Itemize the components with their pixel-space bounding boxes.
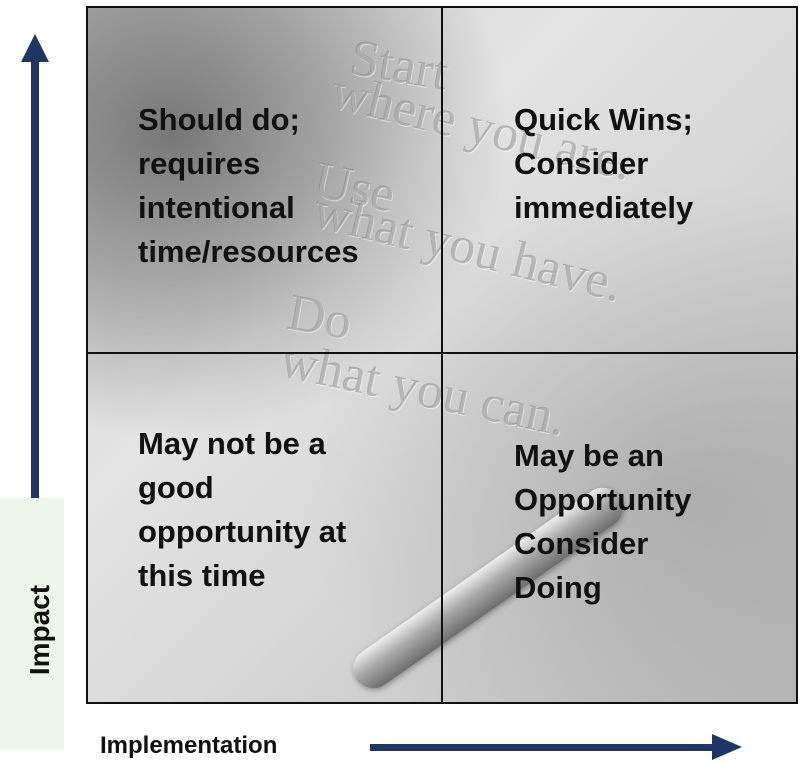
quadrant-line: time/resources: [138, 234, 359, 269]
quadrant-line: Doing: [514, 570, 602, 605]
quadrant-line: Consider: [514, 146, 649, 181]
quadrant-line: intentional: [138, 190, 295, 225]
quadrant-top-left-text: Should do; requires intentional time/res…: [138, 98, 438, 274]
quadrant-bottom-left-text: May not be a good opportunity at this ti…: [138, 422, 438, 598]
quadrant-line: Quick Wins;: [514, 102, 693, 137]
quadrant-bottom-right-text: May be an Opportunity Consider Doing: [514, 434, 794, 610]
quadrant-line: Opportunity: [514, 482, 692, 517]
impact-arrow-shaft: [31, 58, 39, 520]
quadrant-line: Should do;: [138, 102, 300, 137]
quadrant-line: Consider: [514, 526, 649, 561]
quadrant-line: opportunity at: [138, 514, 347, 549]
quadrant-line: May not be a: [138, 426, 326, 461]
implementation-arrow-shaft: [370, 744, 714, 751]
horizontal-divider: [86, 352, 798, 354]
vertical-divider: [441, 6, 443, 704]
quadrant-line: this time: [138, 558, 266, 593]
quadrant-line: immediately: [514, 190, 694, 225]
quadrant-top-right-text: Quick Wins; Consider immediately: [514, 98, 794, 230]
impact-label-panel: [0, 498, 64, 750]
quadrant-line: May be an: [514, 438, 664, 473]
implementation-axis-label: Implementation: [100, 732, 278, 759]
quadrant-line: requires: [138, 146, 261, 181]
impact-arrow-head-icon: [21, 34, 49, 62]
implementation-arrow-head-icon: [712, 734, 742, 760]
impact-axis-label: Impact: [24, 584, 55, 676]
quadrant-line: good: [138, 470, 214, 505]
